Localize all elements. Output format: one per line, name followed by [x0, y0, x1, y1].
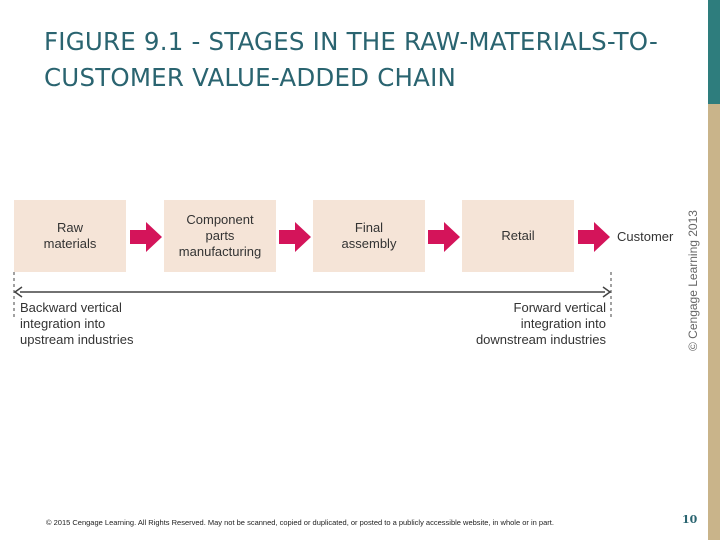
title-line-2: CUSTOMER VALUE-ADDED CHAIN	[44, 63, 457, 92]
page-title: FIGURE 9.1 - STAGES IN THE RAW-MATERIALS…	[44, 24, 684, 96]
stage-raw-materials: Raw materials	[14, 200, 126, 272]
arrow-right-icon	[578, 222, 610, 252]
page-number: 10	[682, 513, 698, 526]
image-credit: © Cengage Learning 2013	[686, 210, 700, 351]
side-bar	[708, 0, 720, 540]
arrow-right-icon	[428, 222, 460, 252]
side-bar-accent	[708, 0, 720, 104]
stage-retail: Retail	[462, 200, 574, 272]
customer-label: Customer	[617, 229, 674, 244]
arrow-right-icon	[279, 222, 311, 252]
integration-range-arrow	[13, 272, 612, 318]
stage-component-parts: Component parts manufacturing	[164, 200, 276, 272]
footer-copyright: © 2015 Cengage Learning. All Rights Rese…	[46, 518, 554, 527]
stage-final-assembly: Final assembly	[313, 200, 425, 272]
forward-integration-label: Forward vertical integration into downst…	[475, 300, 606, 347]
title-line-1: FIGURE 9.1 - STAGES IN THE RAW-MATERIALS…	[44, 27, 658, 56]
backward-integration-label: Backward vertical integration into upstr…	[20, 300, 134, 347]
arrow-right-icon	[130, 222, 162, 252]
